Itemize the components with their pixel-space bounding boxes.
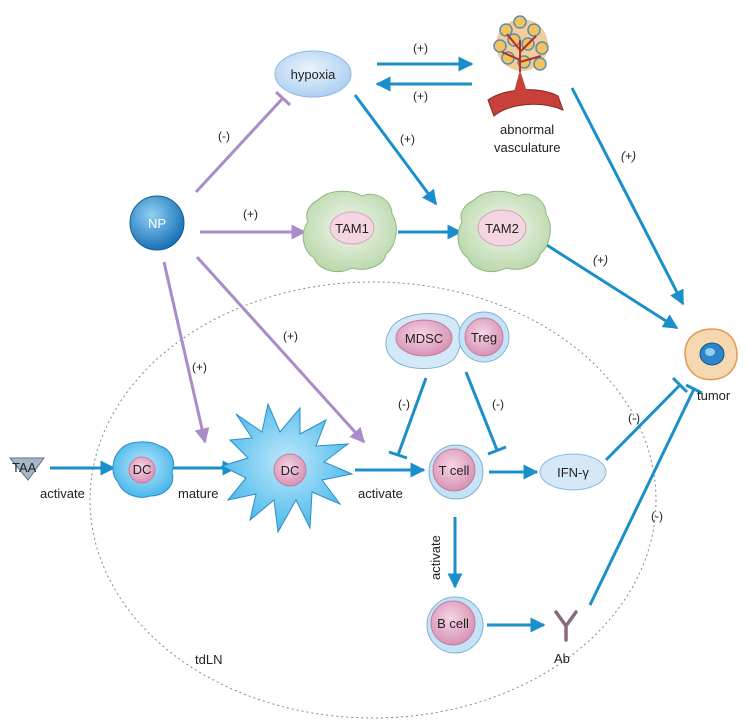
inhibit-ab-to-tumor [588,388,696,606]
inhibit-np-to-hypoxia [194,96,285,194]
label-hyp-to-tam2: (+) [400,132,415,146]
bcell-node: B cell [426,596,484,654]
vasculature-label-line1: abnormal [500,122,554,137]
tam2-label: TAM2 [485,221,519,236]
inhibit-ifn-to-tumor [604,383,682,462]
taa-label: TAA [12,460,37,475]
label-dc-activate: activate [358,486,403,501]
inhibit-mdsc-to-tcell [396,377,428,456]
label-tam2-to-tumor: (+) [593,253,608,267]
tcell-label: T cell [439,463,470,478]
arrow-tam2-to-tumor [541,240,679,330]
arrow-hypoxia-to-tam2 [353,94,438,206]
mdsc-node: MDSC [385,313,462,369]
label-np-to-tcell: (+) [283,329,298,343]
arrow-vasculature-to-tumor [570,87,685,306]
mdsc-label: MDSC [405,331,443,346]
label-ifn-to-tumor: (-) [628,411,640,425]
treg-label: Treg [471,330,497,345]
ab-node: Ab [554,610,578,666]
tumor-node: tumor [684,328,738,403]
arrow-np-to-tcell [195,255,366,444]
taa-node: TAA [8,457,45,481]
np-node: NP [129,195,185,251]
hypoxia-label: hypoxia [291,67,337,82]
arrow-np-to-dc [162,261,210,444]
ifn-label: IFN-γ [557,465,589,480]
dc-immature-label: DC [133,462,152,477]
dc-immature-node: DC [112,441,174,498]
tcell-node: T cell [428,444,484,500]
inhibit-bar-ifn [671,376,689,394]
label-treg-to-tcell: (-) [492,397,504,411]
inhibit-bar-np-hypoxia [274,90,292,107]
hypoxia-node: hypoxia [274,50,352,98]
tdln-label: tdLN [195,652,222,667]
label-ab-to-tumor: (-) [651,509,663,523]
dc-mature-label: DC [281,463,300,478]
ab-label: Ab [554,651,570,666]
blood-vessel-icon [487,70,564,117]
inhibit-treg-to-tcell [464,371,499,451]
inhibit-bar-ab [685,383,703,395]
inhibit-bar-mdsc [388,450,408,460]
label-vasc-to-tumor: (+) [621,149,636,163]
vasculature-label-line2: vasculature [494,140,560,155]
label-np-to-hyp: (-) [218,129,230,143]
treg-node: Treg [458,311,510,363]
dc-mature-node: DC [220,402,354,534]
label-dc-mature: mature [178,486,218,501]
label-hyp-to-vasc: (+) [413,41,428,55]
label-mdsc-to-tcell: (-) [398,397,410,411]
label-taa-activate: activate [40,486,85,501]
vasculature-node: abnormal vasculature [487,15,564,155]
np-label: NP [148,216,166,231]
tdln-boundary [89,281,657,719]
tam1-label: TAM1 [335,221,369,236]
tumor-cluster-icon [493,15,549,72]
inhibit-bar-treg [487,445,507,456]
tam1-node: TAM1 [302,190,397,273]
antibody-icon [554,610,578,642]
label-np-to-dc: (+) [192,360,207,374]
bcell-label: B cell [437,616,469,631]
label-np-to-tam1: (+) [243,207,258,221]
tumor-label: tumor [697,388,731,403]
tam2-node: TAM2 [457,190,551,273]
ifn-node: IFN-γ [539,453,607,491]
label-vasc-to-hyp: (+) [413,89,428,103]
label-tcell-activate: activate [428,535,443,580]
